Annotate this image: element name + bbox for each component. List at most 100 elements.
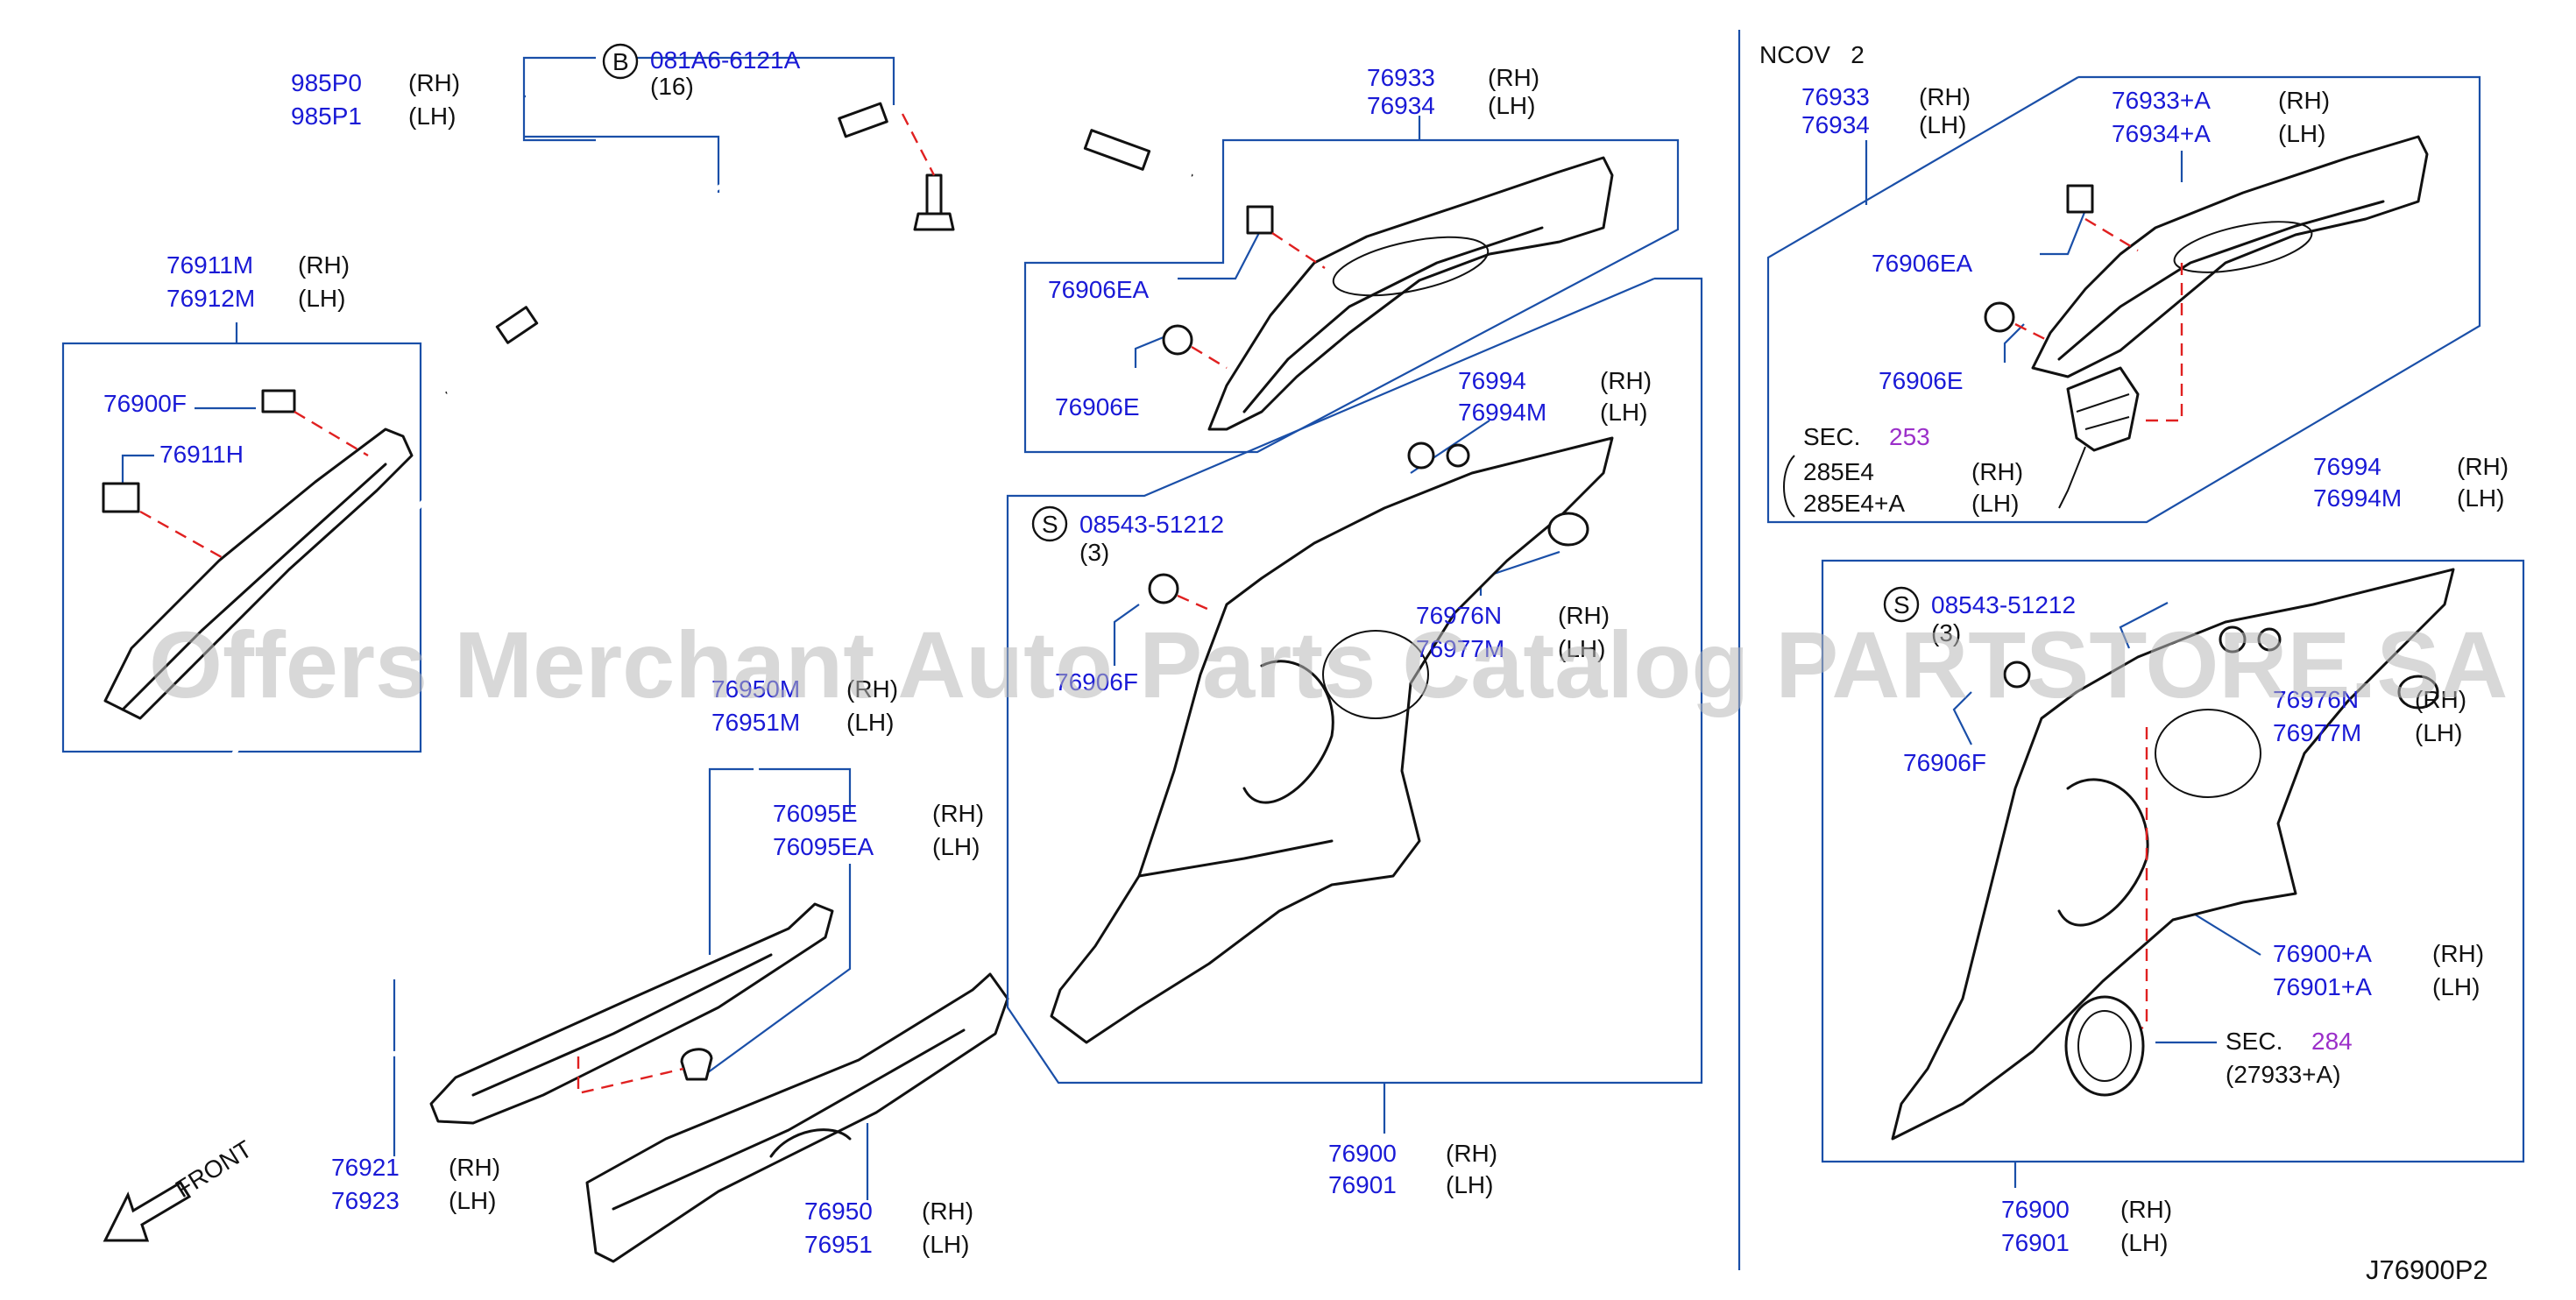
bolt-circle-letter: B bbox=[612, 48, 629, 75]
shelf-trim-76933 bbox=[1162, 156, 1614, 431]
label-pn: 76095E bbox=[773, 800, 858, 827]
label-pn: 76900 bbox=[1328, 1140, 1397, 1167]
label-side: (RH) bbox=[1558, 602, 1610, 629]
label-pn: 985P1 bbox=[291, 102, 362, 130]
label-side: (RH) bbox=[1919, 83, 1971, 110]
label-side: (RH) bbox=[2457, 453, 2509, 480]
label-side: (LH) bbox=[2278, 120, 2325, 147]
label-side: (LH) bbox=[1600, 399, 1647, 426]
label-qty: (16) bbox=[650, 73, 694, 100]
shelf-trim-76933-right bbox=[1984, 135, 2429, 422]
label-pn: 76994M bbox=[2313, 484, 2402, 512]
label-pn: 76933+A bbox=[2112, 87, 2211, 114]
label-side: (LH) bbox=[1488, 92, 1535, 119]
label-side: (LH) bbox=[1919, 111, 1966, 138]
label-pn: 76933 bbox=[1367, 64, 1435, 91]
cable-assembly bbox=[445, 78, 1193, 395]
leader-76906EA bbox=[1178, 227, 1263, 280]
label-pn: 76951M bbox=[711, 709, 800, 736]
label-side: (LH) bbox=[2415, 719, 2462, 746]
label-pn: 76900 bbox=[2001, 1196, 2070, 1223]
label-side: (RH) bbox=[408, 69, 460, 96]
label-pn: 76900+A bbox=[2273, 940, 2372, 967]
front-label: FRONT bbox=[171, 1135, 257, 1203]
diagram-code: J76900P2 bbox=[2366, 1254, 2488, 1285]
screw-circle-letter: S bbox=[1042, 511, 1058, 538]
box-76900 bbox=[1006, 277, 1703, 1085]
label-side: (RH) bbox=[1488, 64, 1539, 91]
variant-label: NCOV 2 bbox=[1759, 41, 1865, 68]
label-pn: 76911M bbox=[166, 251, 253, 279]
label-pn: 76911H bbox=[159, 441, 244, 468]
label-pn: 081A6-6121A bbox=[650, 46, 801, 74]
label-pn: 76934 bbox=[1801, 111, 1870, 138]
speaker-27933A bbox=[2064, 995, 2145, 1097]
label-pn: 76933 bbox=[1801, 83, 1870, 110]
label-side: (LH) bbox=[1558, 635, 1605, 662]
label-pn: 76951 bbox=[804, 1231, 873, 1258]
label-side: (LH) bbox=[1446, 1171, 1493, 1198]
sec-label: SEC. bbox=[1803, 423, 1860, 450]
screw-circle-icon bbox=[1883, 586, 1920, 623]
label-pn: 08543-51212 bbox=[1931, 591, 2076, 618]
label-pn: 76906EA bbox=[1048, 276, 1150, 303]
label-pn: 76906EA bbox=[1872, 250, 1973, 277]
label-pn: 76976N bbox=[2273, 686, 2359, 713]
label-pn: 76934+A bbox=[2112, 120, 2211, 147]
label-qty: (3) bbox=[1931, 619, 1961, 646]
bolt-circle-icon bbox=[602, 43, 639, 80]
label-side: (RH) bbox=[2415, 686, 2466, 713]
front-arrow-icon bbox=[103, 1180, 192, 1242]
label-pn: 76912M bbox=[166, 285, 255, 312]
label-side: (LH) bbox=[846, 709, 894, 736]
label-pn: 76977M bbox=[1416, 635, 1504, 662]
label-pn: 76923 bbox=[331, 1187, 400, 1214]
sill-plate-76950 bbox=[585, 972, 1009, 1263]
kicking-plate-76950M bbox=[429, 902, 834, 1125]
sec-number: 253 bbox=[1889, 423, 1930, 450]
screw-circle-icon bbox=[1031, 505, 1068, 542]
label-pn: 76095EA bbox=[773, 833, 874, 860]
label-pn: 76950 bbox=[804, 1198, 873, 1225]
box-76933 bbox=[1023, 138, 1680, 454]
label-side: (LH) bbox=[449, 1187, 496, 1214]
label-pn: 76934 bbox=[1367, 92, 1435, 119]
label-pn: 76901 bbox=[2001, 1229, 2070, 1256]
leader-76906F bbox=[1113, 604, 1140, 666]
leader-76906E bbox=[1134, 331, 1175, 368]
label-side: (LH) bbox=[2432, 973, 2480, 1000]
label-side: (LH) bbox=[298, 285, 345, 312]
label-pn: 76900F bbox=[103, 390, 187, 417]
label-pn: 76906E bbox=[1055, 393, 1140, 420]
label-pn: 285E4+A bbox=[1803, 490, 1905, 517]
label-side: (RH) bbox=[1600, 367, 1652, 394]
label-side: (LH) bbox=[922, 1231, 969, 1258]
leader-76906EA-right bbox=[2040, 209, 2087, 256]
label-pn: 76921 bbox=[331, 1154, 400, 1181]
bolt-081A6 bbox=[901, 113, 955, 231]
label-side: (RH) bbox=[846, 675, 898, 703]
label-side: (LH) bbox=[408, 102, 456, 130]
label-side: (RH) bbox=[2120, 1196, 2172, 1223]
leader-76906F-right bbox=[1952, 691, 1972, 745]
label-pn: 76976N bbox=[1416, 602, 1502, 629]
label-side: (LH) bbox=[932, 833, 980, 860]
box-76900-right bbox=[1821, 559, 2525, 1163]
label-pn: 08543-51212 bbox=[1079, 511, 1224, 538]
label-pn: 76994 bbox=[1458, 367, 1526, 394]
box-76933-right bbox=[1766, 75, 2481, 524]
label-qty: (3) bbox=[1079, 539, 1109, 566]
label-pn: 76906E bbox=[1879, 367, 1964, 394]
leader-76095E bbox=[700, 864, 852, 1078]
label-side: (RH) bbox=[1446, 1140, 1497, 1167]
pillar-trim-76911M bbox=[102, 389, 414, 720]
label-side: (LH) bbox=[2120, 1229, 2168, 1256]
label-pn: 76950M bbox=[711, 675, 800, 703]
label-pn: 76994M bbox=[1458, 399, 1546, 426]
label-side: (RH) bbox=[932, 800, 984, 827]
label-pn: 76901+A bbox=[2273, 973, 2372, 1000]
leader-76906E-right bbox=[2003, 323, 2025, 363]
label-side: (RH) bbox=[1971, 458, 2023, 485]
label-pn: 76906F bbox=[1055, 668, 1138, 696]
